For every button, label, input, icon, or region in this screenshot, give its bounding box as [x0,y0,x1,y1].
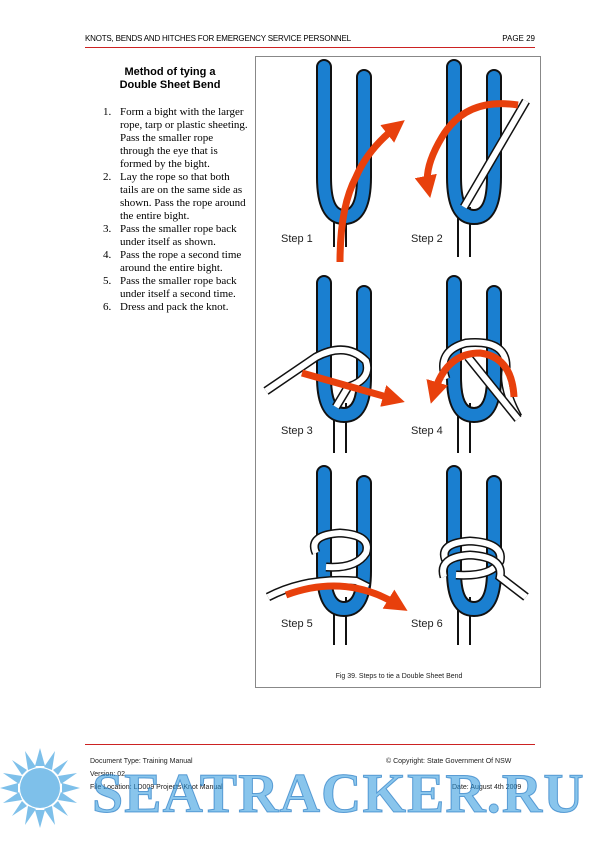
step-item: 4.Pass the rope a second time around the… [103,249,242,274]
step-item: 3.Pass the smaller rope back under itsel… [103,223,237,248]
method-title-line1: Method of tying a [124,66,216,78]
step-label-3: Step 3 [281,425,313,437]
footer-divider [85,744,535,745]
step2-illustration [414,59,530,257]
step4-illustration [426,275,522,453]
step5-illustration [265,465,408,645]
figure-caption: Fig 39. Steps to tie a Double Sheet Bend [335,673,463,680]
footer-doc-type: Document Type: Training Manual [90,758,193,765]
header-title: KNOTS, BENDS AND HITCHES FOR EMERGENCY S… [85,34,351,43]
step-item: 2.Lay the rope so that both tails are on… [103,171,246,222]
footer-date: Date: August 4th 2009 [452,784,522,791]
footer-version: Version: 02 [90,771,126,778]
sun-burst-icon [0,748,80,828]
page-header: KNOTS, BENDS AND HITCHES FOR EMERGENCY S… [85,34,535,48]
step-item: 5.Pass the smaller rope back under itsel… [103,275,237,300]
steps-list: 1.Form a bight with the larger rope, tar… [100,106,250,314]
step-label-4: Step 4 [411,425,443,437]
method-title: Method of tying a Double Sheet Bend [95,66,245,92]
method-title-line2: Double Sheet Bend [119,79,221,91]
page-number: PAGE 29 [502,34,535,43]
step-label-5: Step 5 [281,618,313,630]
step-item: 1.Form a bight with the larger rope, tar… [103,106,248,170]
step3-illustration [263,275,405,453]
header-divider [85,47,535,48]
footer-file-location: File Location: LD009 Projects\Knot Manua… [90,784,223,791]
knot-figure: Step 1 Step 2 Step 3 Step 4 Step 5 Step … [255,56,541,688]
step-label-1: Step 1 [281,233,313,245]
step6-illustration [438,465,529,645]
step1-illustration [316,59,405,263]
watermark-text: SEATRACKER.RU [92,763,585,825]
step-item: 6.Dress and pack the knot. [103,301,229,313]
step-label-6: Step 6 [411,618,443,630]
footer-copyright: © Copyright: State Government Of NSW [386,758,512,765]
step-label-2: Step 2 [411,233,443,245]
knot-illustrations [263,59,530,645]
